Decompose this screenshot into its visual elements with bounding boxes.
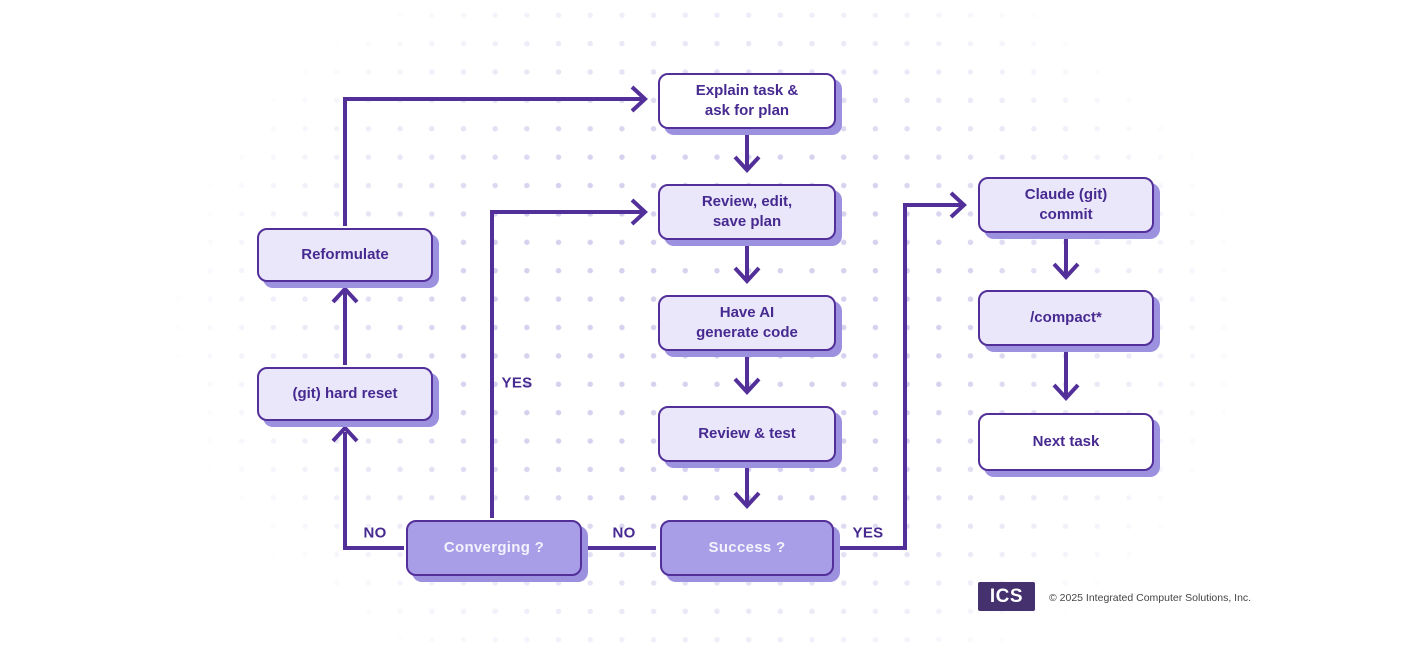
edge-label-success-no: NO <box>612 524 636 542</box>
node-compact: /compact* <box>978 290 1154 346</box>
node-review-and-test: Review & test <box>658 406 836 462</box>
ics-logo: ICS <box>978 582 1035 611</box>
arrow-test-to-success <box>733 464 761 509</box>
arrow-compact-to-next-task <box>1052 348 1080 401</box>
node-reformulate: Reformulate <box>257 228 433 282</box>
node-review-edit-save-plan: Review, edit, save plan <box>658 184 836 240</box>
node-claude-git-commit: Claude (git) commit <box>978 177 1154 233</box>
edge-label-converging-yes: YES <box>501 374 533 392</box>
arrow-explain-to-review <box>733 131 761 173</box>
edge-label-converging-no: NO <box>363 524 387 542</box>
edge-label-success-yes: YES <box>852 524 884 542</box>
arrow-hard-reset-to-reformulate <box>331 286 359 365</box>
node-converging-decision: Converging ? <box>406 520 582 576</box>
node-git-hard-reset: (git) hard reset <box>257 367 433 421</box>
arrow-commit-to-compact <box>1052 235 1080 280</box>
arrow-reformulate-to-explain <box>343 85 648 226</box>
arrow-review-to-generate <box>733 242 761 284</box>
node-have-ai-generate-code: Have AI generate code <box>658 295 836 351</box>
arrow-converging-yes-to-review <box>490 198 648 518</box>
node-success-decision: Success ? <box>660 520 834 576</box>
arrow-generate-to-test <box>733 353 761 395</box>
node-next-task: Next task <box>978 413 1154 471</box>
arrow-success-yes-to-commit <box>836 191 967 550</box>
node-explain-task: Explain task & ask for plan <box>658 73 836 129</box>
arrow-converging-no-to-hard-reset <box>331 425 404 550</box>
copyright-text: © 2025 Integrated Computer Solutions, In… <box>1049 592 1252 604</box>
